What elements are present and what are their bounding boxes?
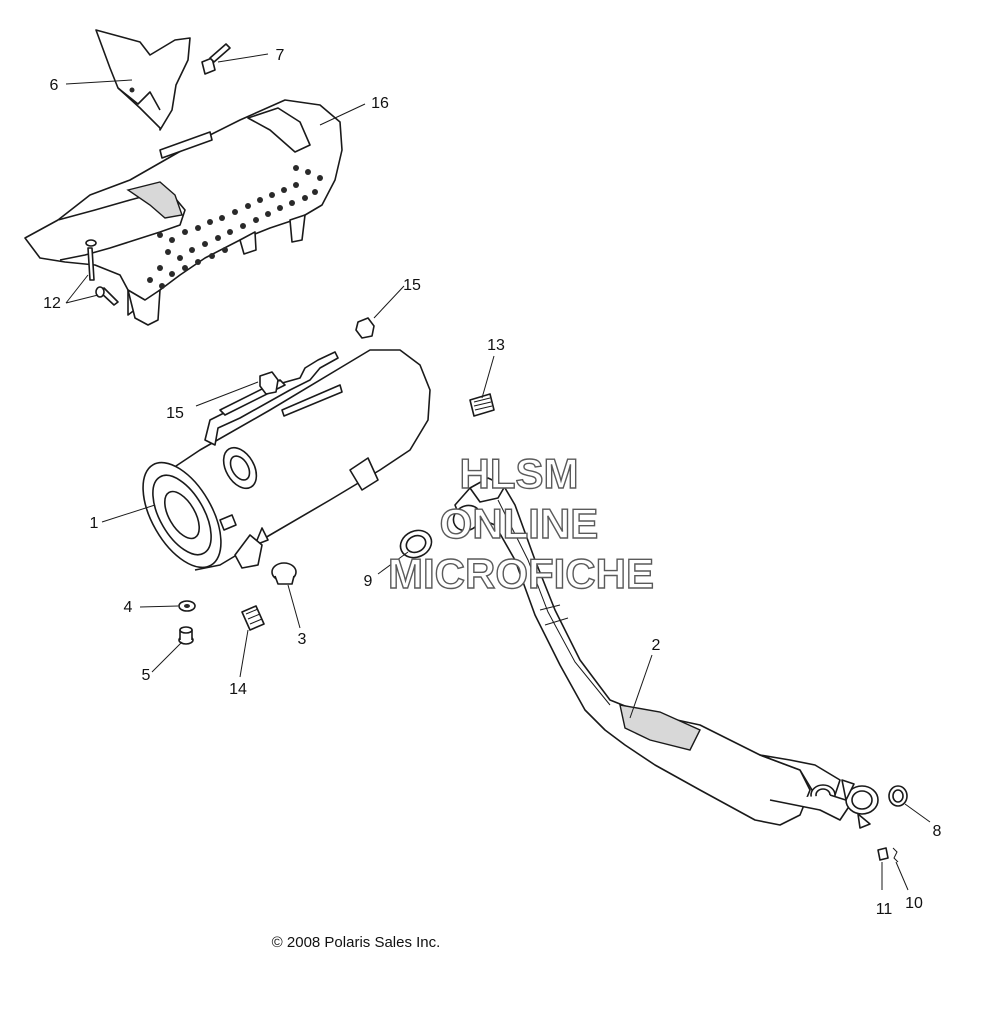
callout-4: 4 [124, 599, 133, 616]
part-1-muffler [142, 349, 431, 571]
callout-14: 14 [229, 681, 247, 698]
callout-15-top: 15 [403, 277, 421, 294]
part-13-spring [469, 393, 495, 417]
part-8-gasket [888, 785, 908, 807]
callout-15-left: 15 [166, 405, 184, 422]
part-16-heat-shield [24, 99, 343, 326]
part-15-grommet-a [355, 317, 375, 339]
part-2-head-pipe [452, 477, 879, 829]
callout-5: 5 [142, 667, 151, 684]
callout-7: 7 [276, 47, 285, 64]
watermark: HLSM ONLINE MICROFICHE [387, 449, 654, 597]
callout-9: 9 [364, 573, 373, 590]
part-12-bolts [85, 239, 119, 306]
leader-lines [65, 53, 931, 891]
copyright-notice: © 2008 Polaris Sales Inc. [272, 934, 441, 951]
part-9-gasket [399, 529, 433, 559]
callout-10: 10 [905, 895, 923, 912]
part-7-bolt [201, 43, 231, 75]
callout-1: 1 [90, 515, 99, 532]
callout-3: 3 [298, 631, 307, 648]
part-14-spring [241, 605, 265, 631]
callout-8: 8 [933, 823, 942, 840]
callout-11: 11 [876, 901, 893, 918]
callout-16: 16 [371, 95, 389, 112]
callout-2: 2 [652, 637, 661, 654]
callout-labels: 6 7 16 12 15 15 13 1 4 5 3 14 9 2 8 11 1… [43, 47, 941, 918]
part-4-washer [178, 600, 196, 612]
part-5-bolt [178, 626, 194, 645]
part-3-plug [271, 562, 297, 585]
part-15-grommet-b [259, 371, 279, 395]
watermark-line-3: MICROFICHE [388, 550, 654, 597]
part-11-nut [877, 847, 889, 861]
part-6-bracket [95, 29, 191, 131]
callout-6: 6 [50, 77, 59, 94]
perforations [147, 165, 323, 289]
part-10-clip [892, 847, 899, 863]
watermark-line-1: HLSM [460, 450, 579, 497]
watermark-line-2: ONLINE [440, 500, 599, 547]
callout-13: 13 [487, 337, 505, 354]
callout-12: 12 [43, 295, 61, 312]
